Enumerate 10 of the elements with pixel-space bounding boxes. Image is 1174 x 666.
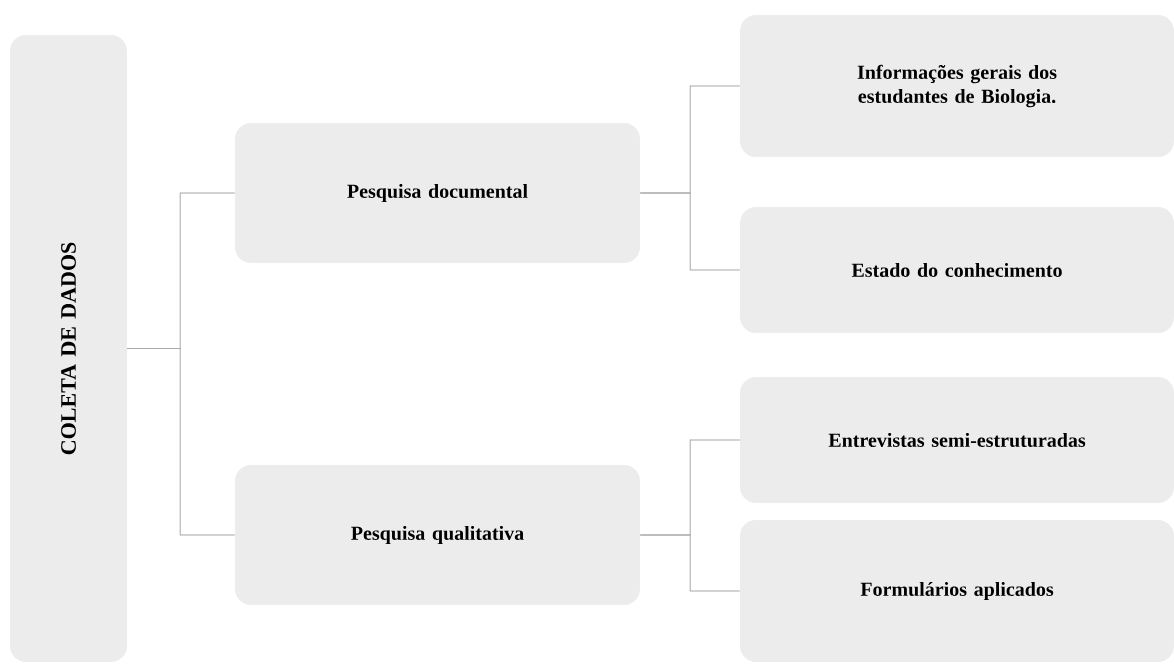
connector-line: [126, 348, 236, 536]
topic-box: Formulários aplicados: [740, 520, 1174, 662]
topic-box: Estado do conhecimento: [740, 207, 1174, 333]
topic-box: Informações gerais dos estudantes de Biologia.: [740, 15, 1174, 157]
connector-line: [639, 192, 741, 271]
topic-box: Entrevistas semi-estruturadas: [740, 377, 1174, 503]
topic-box: Pesquisa documental: [235, 123, 640, 263]
connector-line: [639, 534, 741, 592]
category-box: COLETA DE DADOS: [10, 35, 127, 662]
topic-box: Pesquisa qualitativa: [235, 465, 640, 605]
